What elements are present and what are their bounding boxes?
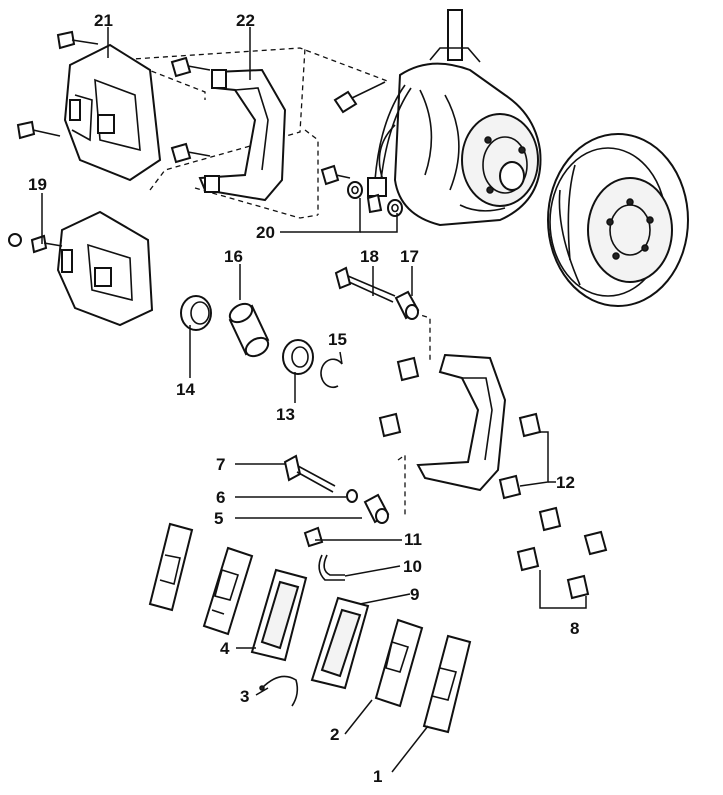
callout-9: 9 bbox=[410, 585, 419, 604]
brake-rotor bbox=[547, 133, 689, 307]
callout-5: 5 bbox=[214, 509, 223, 528]
callout-17: 17 bbox=[400, 247, 419, 266]
guide-pin-boot-17 bbox=[394, 290, 420, 320]
wear-indicator-10 bbox=[318, 554, 345, 581]
callout-8: 8 bbox=[570, 619, 579, 638]
steering-knuckle-hub bbox=[333, 9, 542, 227]
shim-outer-left bbox=[148, 522, 194, 612]
brake-pad-4 bbox=[250, 568, 308, 662]
guide-pin-18 bbox=[334, 266, 396, 303]
callout-15: 15 bbox=[328, 330, 347, 349]
callout-21: 21 bbox=[94, 11, 113, 30]
piston-seal-14 bbox=[180, 295, 212, 331]
callout-13: 13 bbox=[276, 405, 295, 424]
brake-pad-9 bbox=[310, 596, 370, 690]
callout-7: 7 bbox=[216, 455, 225, 474]
guide-pin-7 bbox=[283, 454, 336, 493]
caliper-body-19 bbox=[8, 210, 154, 327]
callout-labels: 1 2 3 4 5 6 7 8 9 10 11 12 13 14 15 16 1… bbox=[28, 11, 579, 786]
callout-1: 1 bbox=[373, 767, 382, 786]
callout-18: 18 bbox=[360, 247, 379, 266]
pad-clip-3 bbox=[259, 675, 299, 707]
anti-squeal-shim bbox=[202, 546, 254, 636]
caliper-bracket-22 bbox=[170, 56, 287, 202]
callout-3: 3 bbox=[240, 687, 249, 706]
callout-4: 4 bbox=[220, 639, 230, 658]
callout-20: 20 bbox=[256, 223, 275, 242]
clip-11 bbox=[303, 526, 324, 548]
callout-11: 11 bbox=[404, 530, 422, 549]
callout-2: 2 bbox=[330, 725, 339, 744]
caliper-bracket-lower bbox=[416, 353, 507, 492]
bushing-6 bbox=[346, 489, 358, 503]
shim-outer-1 bbox=[422, 634, 472, 734]
caliper-body-21 bbox=[16, 30, 162, 182]
callout-6: 6 bbox=[216, 488, 225, 507]
dust-boot-13 bbox=[282, 339, 314, 375]
boot-5 bbox=[363, 493, 390, 524]
clips-left bbox=[378, 356, 420, 438]
callout-14: 14 bbox=[176, 380, 195, 399]
piston-16 bbox=[228, 302, 270, 358]
mounting-hardware-20 bbox=[320, 164, 403, 217]
callout-10: 10 bbox=[403, 557, 422, 576]
anti-squeal-shim-2 bbox=[374, 618, 424, 708]
pad-support-plates-12 bbox=[498, 412, 542, 500]
pad-support-plates-8 bbox=[516, 506, 608, 600]
callout-16: 16 bbox=[224, 247, 243, 266]
callout-12: 12 bbox=[556, 473, 575, 492]
callout-22: 22 bbox=[236, 11, 255, 30]
assembly-dashed-lines bbox=[117, 47, 431, 515]
retaining-ring-15 bbox=[320, 358, 343, 389]
callout-19: 19 bbox=[28, 175, 47, 194]
leader-lines bbox=[41, 27, 587, 773]
